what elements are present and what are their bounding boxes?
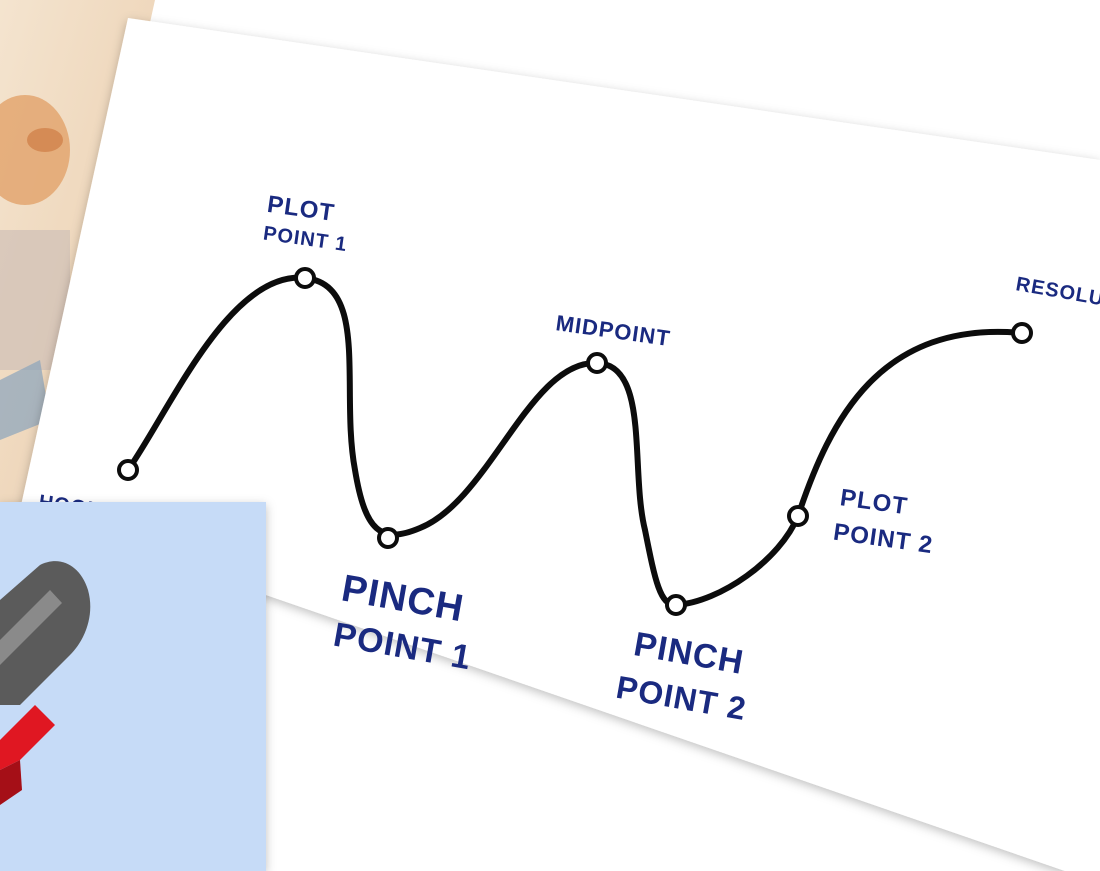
pinch-point-2-dot [667, 596, 685, 614]
pinch-point-1-dot [379, 529, 397, 547]
plot-point-2-dot [789, 507, 807, 525]
microphone-card [0, 502, 266, 871]
midpoint-dot [588, 354, 606, 372]
plot-point-1-dot [296, 269, 314, 287]
resolution-dot [1013, 324, 1031, 342]
hook-point [119, 461, 137, 479]
